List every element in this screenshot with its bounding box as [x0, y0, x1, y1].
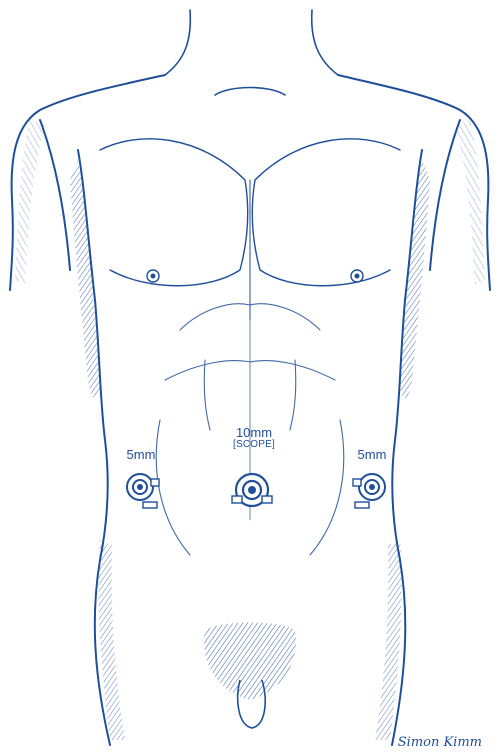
- port-label-left: 5mm: [121, 448, 161, 462]
- port-size-right: 5mm: [352, 448, 392, 462]
- port-label-right: 5mm: [352, 448, 392, 462]
- port-size-left: 5mm: [121, 448, 161, 462]
- chest: [100, 139, 400, 320]
- port-label-center: 10mm [SCOPE]: [224, 426, 284, 450]
- port-marker-center: [232, 474, 272, 506]
- port-marker-right: [353, 474, 385, 508]
- port-note-center: [SCOPE]: [224, 440, 284, 451]
- port-marker-left: [127, 474, 159, 508]
- pubic-region: [204, 623, 296, 729]
- artist-signature: Simon Kimm: [398, 735, 482, 750]
- port-size-center: 10mm: [224, 426, 284, 440]
- neck: [165, 10, 338, 95]
